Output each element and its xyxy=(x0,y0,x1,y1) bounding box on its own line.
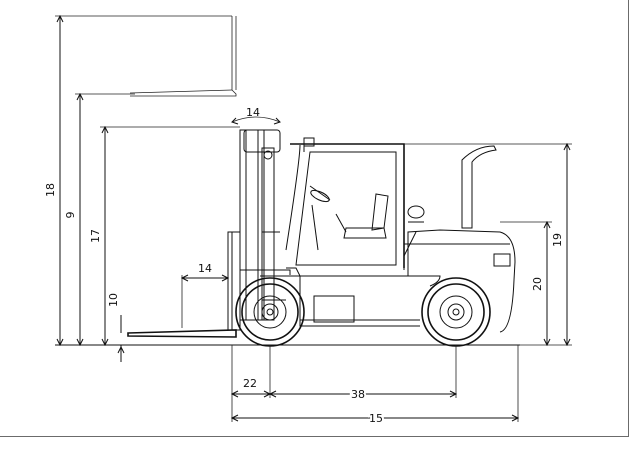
dim-lift-height-total xyxy=(55,14,232,347)
forklift-body xyxy=(240,137,516,333)
mast xyxy=(239,129,286,321)
tilt-indicator xyxy=(231,116,281,125)
rear-wheel xyxy=(421,277,491,347)
dim-front-overhang xyxy=(230,345,272,422)
label-front-overhang: 22 xyxy=(243,377,257,390)
label-seat-height: 20 xyxy=(531,277,544,291)
drawing-frame xyxy=(0,0,629,437)
label-free-lift: 9 xyxy=(64,212,77,219)
dim-overhead-guard-height xyxy=(404,142,572,347)
label-overall-length: 15 xyxy=(369,412,383,425)
dim-wheelbase xyxy=(268,345,458,398)
dim-fork-length xyxy=(180,274,230,328)
label-wheelbase: 38 xyxy=(351,388,365,401)
dim-overall-length xyxy=(230,345,520,422)
label-fork-length: 14 xyxy=(198,262,212,275)
raised-fork xyxy=(129,16,237,97)
label-overhead-guard-height: 19 xyxy=(551,233,564,247)
label-mast-height-lowered: 17 xyxy=(89,229,102,243)
dim-seat-height xyxy=(500,220,552,347)
dim-mast-height-lowered xyxy=(100,125,240,347)
label-fork-clearance: 10 xyxy=(107,293,120,307)
label-tilt: 14 xyxy=(246,106,260,119)
dim-free-lift xyxy=(75,92,135,347)
fork-carriage xyxy=(127,231,241,338)
label-lift-height-total: 18 xyxy=(44,183,57,197)
dim-fork-clearance xyxy=(117,315,125,362)
